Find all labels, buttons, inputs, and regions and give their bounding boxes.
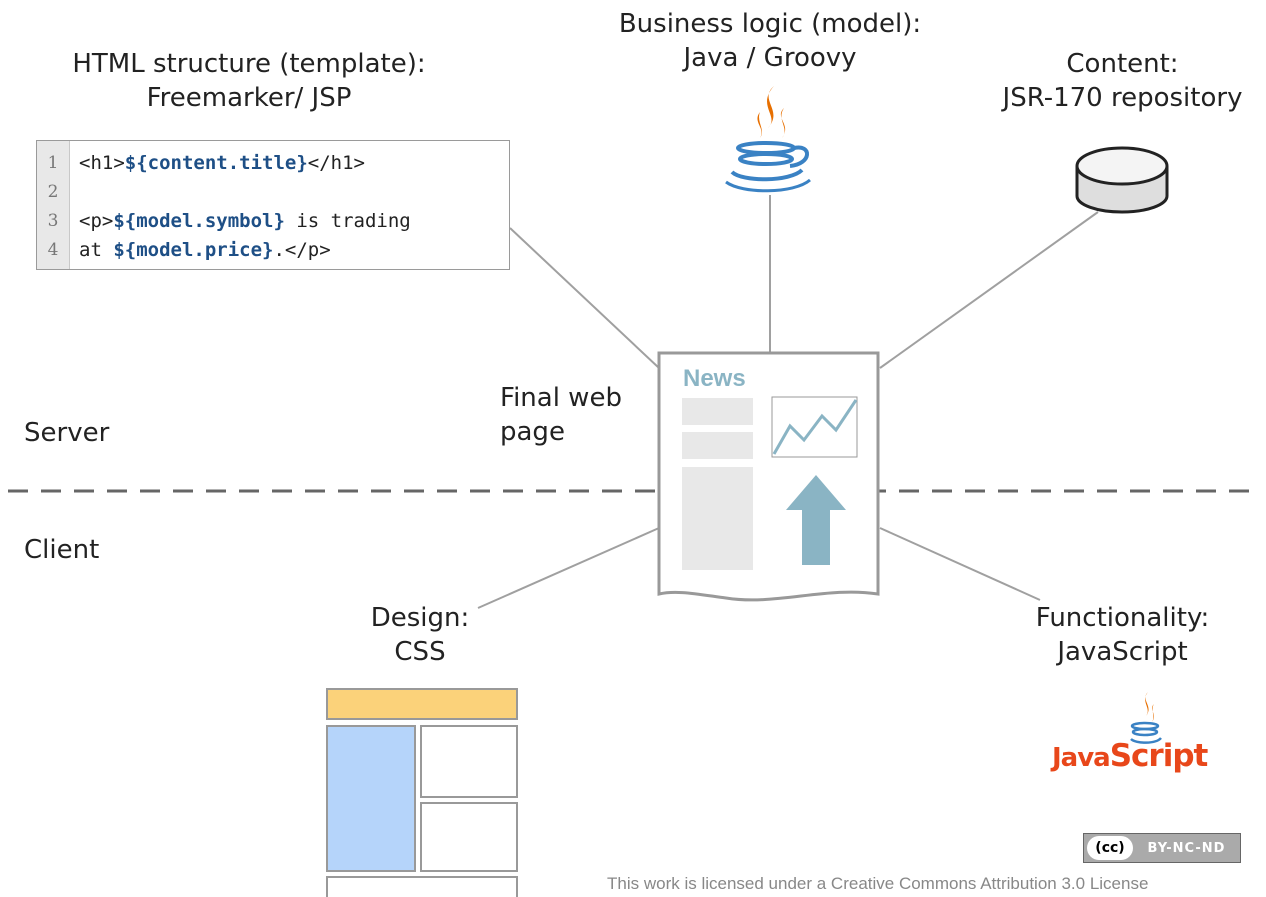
code-line-numbers: 1 2 3 4 [37, 141, 70, 269]
server-label: Server [24, 418, 110, 448]
page-chart-line [772, 399, 858, 455]
template-label: HTML structure (template): Freemarker/ J… [72, 49, 426, 113]
javascript-wordmark: JavaScript [1052, 738, 1208, 774]
code-body: <h1>${content.title}</h1> <p>${model.sym… [70, 141, 411, 269]
code-line: <h1>${content.title}</h1> [79, 152, 365, 174]
page-text-block [682, 398, 753, 425]
cc-terms: BY-NC-ND [1147, 840, 1226, 856]
java-cup-icon [1130, 692, 1162, 744]
javascript-logo: JavaScript [1052, 690, 1208, 785]
connector-functionality [879, 527, 1041, 601]
cc-icon: (cc) [1087, 836, 1133, 860]
functionality-label: Functionality: JavaScript [1035, 603, 1210, 667]
css-header-block [326, 688, 518, 720]
license-text: This work is licensed under a Creative C… [607, 874, 1149, 893]
page-text-block [682, 432, 753, 459]
css-content-block [420, 725, 518, 798]
page-text-block [682, 467, 753, 570]
java-coffee-icon [725, 86, 811, 193]
database-icon [1075, 146, 1169, 214]
up-arrow-icon [786, 475, 846, 565]
css-sidebar-block [326, 725, 416, 872]
connector-design [477, 527, 660, 609]
final-web-page-icon: News [657, 351, 880, 602]
content-label: Content: JSR-170 repository [1002, 49, 1243, 113]
template-code-box: 1 2 3 4 <h1>${content.title}</h1> <p>${m… [36, 140, 510, 270]
css-content-block [420, 802, 518, 872]
cc-license-badge[interactable]: (cc) BY-NC-ND [1083, 833, 1241, 863]
design-label: Design: CSS [370, 603, 470, 667]
css-layout-icon [326, 688, 518, 897]
connector-template [509, 227, 660, 369]
final-page-label: Final web page [500, 383, 622, 447]
connector-content [879, 211, 1099, 369]
code-line: at ${model.price}.</p> [79, 239, 331, 261]
code-line: <p>${model.symbol} is trading [79, 210, 411, 232]
code-line-empty [79, 178, 411, 207]
css-footer-block [326, 876, 518, 897]
model-label: Business logic (model): Java / Groovy [618, 9, 922, 73]
page-news-heading: News [683, 365, 746, 392]
client-label: Client [24, 535, 100, 565]
